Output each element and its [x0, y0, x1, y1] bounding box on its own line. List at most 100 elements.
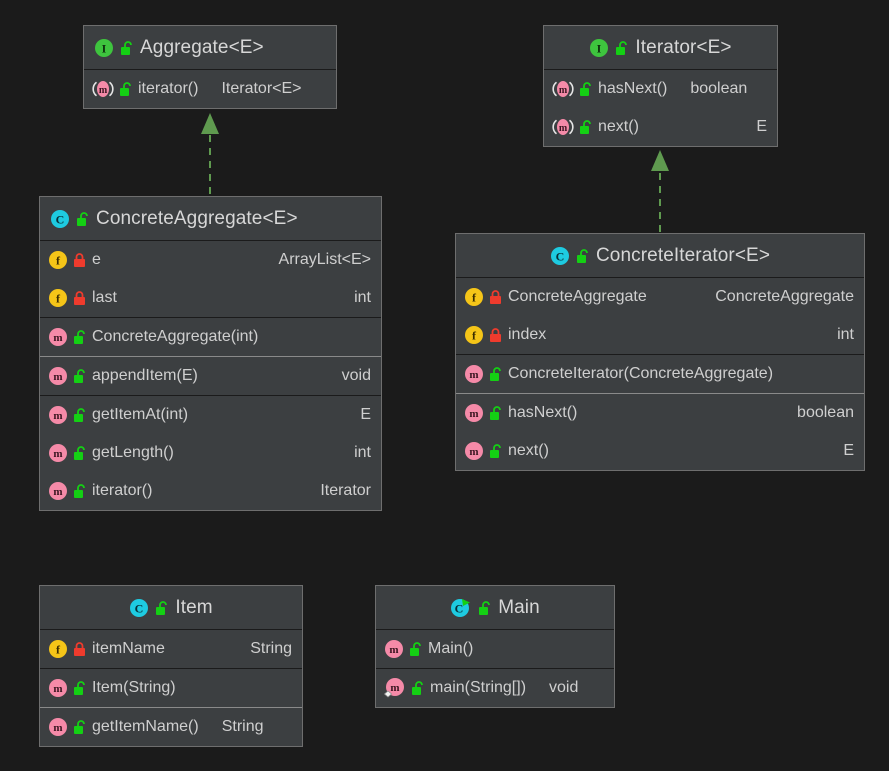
uml-class-concrete-aggregate[interactable]: C ConcreteAggregate<E> f	[39, 196, 382, 511]
lock-icon	[73, 641, 87, 657]
member-row[interactable]: m Main()	[376, 630, 614, 668]
member-row[interactable]: m iterator() Iterator<E>	[84, 70, 336, 108]
unlock-icon	[579, 81, 593, 97]
field-icon: f	[48, 288, 68, 308]
svg-text:m: m	[53, 332, 62, 344]
class-header-concrete-iterator[interactable]: C ConcreteIterator<E>	[456, 234, 864, 278]
class-header-aggregate[interactable]: I Aggregate<E>	[84, 26, 336, 70]
unlock-icon	[120, 40, 134, 56]
member-row[interactable]: m iterator() Iterator	[40, 472, 381, 510]
unlock-icon	[489, 366, 503, 382]
member-name: iterator()	[92, 482, 153, 499]
member-row[interactable]: f index int	[456, 316, 864, 354]
member-type: boolean	[797, 404, 854, 421]
unlock-icon	[73, 329, 87, 345]
member-row[interactable]: m getItemAt(int) E	[40, 396, 381, 434]
class-constructors-concrete-aggregate: m ConcreteAggregate(int)	[40, 318, 381, 357]
member-name: appendItem(E)	[92, 367, 198, 384]
lock-icon	[489, 289, 503, 305]
lock-icon	[73, 252, 87, 268]
unlock-icon	[411, 680, 425, 696]
member-name: ConcreteAggregate	[508, 288, 647, 305]
uml-class-aggregate[interactable]: I Aggregate<E> m	[83, 25, 337, 109]
svg-text:f: f	[56, 643, 61, 657]
method-icon: m	[48, 678, 68, 698]
class-methods-main: m main(String[]) void	[376, 669, 614, 707]
member-name: Item(String)	[92, 679, 176, 696]
member-name: e	[92, 251, 101, 268]
class-name-label: Item	[175, 596, 213, 618]
class-header-main[interactable]: C Main	[376, 586, 614, 630]
class-header-iterator[interactable]: I Iterator<E>	[544, 26, 777, 70]
member-row[interactable]: m Item(String)	[40, 669, 302, 707]
class-constructors-item: m Item(String)	[40, 669, 302, 708]
member-name: main(String[])	[430, 679, 527, 696]
field-icon: f	[464, 287, 484, 307]
svg-text:m: m	[53, 448, 62, 460]
member-row[interactable]: m getItemName() String	[40, 708, 302, 746]
class-name-label: ConcreteIterator<E>	[595, 244, 771, 266]
method-icon: m	[48, 717, 68, 737]
method-icon: m	[48, 405, 68, 425]
class-name-label: Aggregate<E>	[140, 36, 264, 58]
member-type: int	[354, 444, 371, 461]
method-icon: m	[48, 443, 68, 463]
class-header-concrete-aggregate[interactable]: C ConcreteAggregate<E>	[40, 197, 381, 241]
unlock-icon	[409, 641, 423, 657]
member-row[interactable]: f last int	[40, 279, 381, 317]
member-row[interactable]: m hasNext() boolean	[544, 70, 777, 108]
svg-text:m: m	[53, 410, 62, 422]
member-name: iterator()	[138, 80, 199, 97]
uml-class-iterator[interactable]: I Iterator<E> m	[543, 25, 778, 147]
member-row[interactable]: f e ArrayList<E>	[40, 241, 381, 279]
member-name: getItemName()	[92, 718, 199, 735]
unlock-icon	[73, 483, 87, 499]
class-name-label: ConcreteAggregate<E>	[96, 207, 298, 229]
class-fields-item: f itemName String	[40, 630, 302, 669]
member-type: ConcreteAggregate	[715, 288, 854, 305]
member-row[interactable]: m ConcreteIterator(ConcreteAggregate)	[456, 355, 864, 393]
unlock-icon	[155, 600, 169, 616]
svg-text:m: m	[469, 446, 478, 458]
member-row[interactable]: m getLength() int	[40, 434, 381, 472]
member-row[interactable]: f ConcreteAggregate ConcreteAggregate	[456, 278, 864, 316]
field-icon: f	[48, 639, 68, 659]
member-type: Iterator	[320, 482, 371, 499]
abstract-method-icon: m	[92, 79, 114, 99]
member-row[interactable]: m next() E	[456, 432, 864, 470]
member-row[interactable]: m next() E	[544, 108, 777, 146]
member-type: int	[837, 326, 854, 343]
member-name: last	[92, 289, 117, 306]
edge-concrete-aggregate-to-aggregate	[201, 113, 219, 194]
svg-text:m: m	[53, 371, 62, 383]
member-row[interactable]: f itemName String	[40, 630, 302, 668]
member-type: E	[756, 118, 767, 135]
unlock-icon	[579, 119, 593, 135]
member-row[interactable]: m main(String[]) void	[376, 669, 614, 707]
member-row[interactable]: m ConcreteAggregate(int)	[40, 318, 381, 356]
member-type: int	[354, 289, 371, 306]
member-type: void	[341, 367, 371, 384]
class-header-item[interactable]: C Item	[40, 586, 302, 630]
unlock-icon	[73, 368, 87, 384]
unlock-icon	[73, 407, 87, 423]
svg-text:I: I	[102, 41, 107, 55]
member-name: ConcreteAggregate(int)	[92, 328, 259, 345]
svg-text:C: C	[556, 249, 565, 263]
svg-text:f: f	[56, 254, 61, 268]
member-row[interactable]: m appendItem(E) void	[40, 357, 381, 395]
svg-text:m: m	[469, 408, 478, 420]
member-name: index	[508, 326, 547, 343]
svg-text:m: m	[99, 85, 108, 96]
member-row[interactable]: m hasNext() boolean	[456, 394, 864, 432]
method-icon: m	[464, 441, 484, 461]
uml-class-main[interactable]: C Main m	[375, 585, 615, 708]
uml-class-item[interactable]: C Item f	[39, 585, 303, 747]
unlock-icon	[119, 81, 133, 97]
svg-text:m: m	[390, 682, 399, 694]
runnable-method-icon: m	[384, 677, 406, 699]
member-name: next()	[598, 118, 639, 135]
uml-class-concrete-iterator[interactable]: C ConcreteIterator<E> f	[455, 233, 865, 471]
svg-text:m: m	[559, 85, 568, 96]
